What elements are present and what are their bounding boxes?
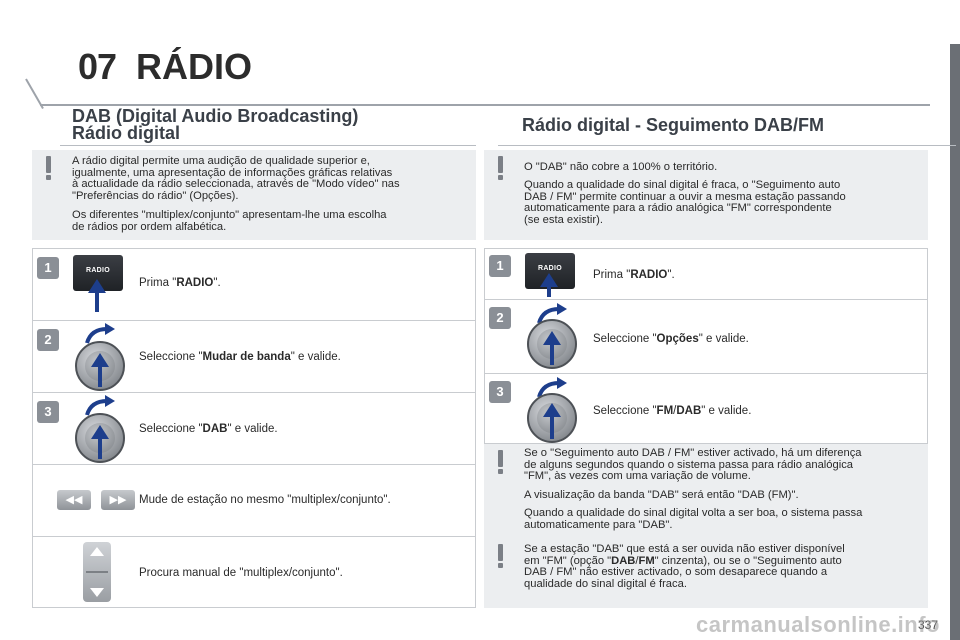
left-section-title: DAB (Digital Audio Broadcasting) Rádio d…: [72, 106, 359, 143]
step-number: 1: [489, 255, 511, 277]
left-title-rule: [60, 145, 476, 146]
step-number: 3: [37, 401, 59, 423]
right-info-para1: O "DAB" não cobre a 100% o território.: [524, 161, 718, 173]
step-divider: [485, 299, 927, 300]
seek-forward-icon: ▶▶: [101, 490, 135, 510]
right-step-1-text: Prima "RADIO".: [593, 269, 675, 281]
step-number: 2: [489, 307, 511, 329]
step-3-text: Seleccione "DAB" e valide.: [139, 423, 278, 435]
arrow-up-icon: [91, 353, 109, 367]
left-info-para1: A rádio digital permite uma audição de q…: [72, 155, 400, 202]
chapter-header: 07 RÁDIO: [0, 38, 930, 109]
arrow-up-icon: [540, 273, 558, 287]
left-title-line1: DAB (Digital Audio Broadcasting): [72, 106, 359, 126]
right-info2-para2: A visualização da banda "DAB" será então…: [524, 489, 799, 501]
left-title-line2: Rádio digital: [72, 123, 180, 143]
left-info-para2: Os diferentes "multiplex/conjunto" apres…: [72, 209, 387, 233]
seek-back-icon: ◀◀: [57, 490, 91, 510]
warning-icon: [492, 450, 508, 474]
step-seek-text: Mude de estação no mesmo "multiplex/conj…: [139, 494, 391, 506]
step-2-text: Seleccione "Mudar de banda" e valide.: [139, 351, 341, 363]
right-title-rule: [498, 145, 956, 146]
step-divider: [33, 392, 475, 393]
right-steps-panel: 1 RADIO Prima "RADIO". 2 Seleccione "Opç…: [484, 248, 928, 444]
rotate-arrow-icon: [85, 395, 115, 416]
warning-icon: [40, 156, 56, 180]
right-info2-para3: Quando a qualidade do sinal digital volt…: [524, 507, 863, 531]
step-divider: [33, 464, 475, 465]
step-1-text: Prima "RADIO".: [139, 277, 221, 289]
right-step-3-text: Seleccione "FM/DAB" e valide.: [593, 405, 752, 417]
step-number: 2: [37, 329, 59, 351]
warning-icon: [492, 544, 508, 568]
right-info-box-2: Se o "Seguimento auto DAB / FM" estiver …: [484, 444, 928, 608]
step-number: 3: [489, 381, 511, 403]
step-divider: [33, 320, 475, 321]
arrow-up-icon: [543, 403, 561, 417]
chapter-title: RÁDIO: [136, 46, 252, 87]
step-divider: [485, 373, 927, 374]
right-info3-para: Se a estação "DAB" que está a ser ouvida…: [524, 543, 845, 590]
right-section-title: Rádio digital - Seguimento DAB/FM: [522, 115, 824, 135]
step-number: 1: [37, 257, 59, 279]
right-info-box: O "DAB" não cobre a 100% o território. Q…: [484, 150, 928, 240]
arrow-up-icon: [91, 425, 109, 439]
step-divider: [33, 536, 475, 537]
right-step-2-text: Seleccione "Opções" e valide.: [593, 333, 749, 345]
right-info2-para1: Se o "Seguimento auto DAB / FM" estiver …: [524, 447, 862, 482]
page-side-bar: [950, 44, 960, 640]
step-manual-text: Procura manual de "multiplex/conjunto".: [139, 567, 343, 579]
arrow-up-icon: [88, 279, 106, 293]
chapter-number: 07: [78, 46, 117, 87]
header-rule: [40, 104, 930, 106]
control-knob-graphic: [527, 319, 577, 369]
left-steps-panel: 1 RADIO Prima "RADIO". 2 Seleccione "Mud…: [32, 248, 476, 608]
left-info-box: A rádio digital permite uma audição de q…: [32, 150, 476, 240]
watermark: carmanualsonline.info: [696, 612, 940, 637]
right-info-para2: Quando a qualidade do sinal digital é fr…: [524, 179, 846, 226]
warning-icon: [492, 156, 508, 180]
rotate-arrow-icon: [85, 323, 115, 344]
up-down-rocker-icon: [83, 542, 111, 602]
arrow-up-icon: [543, 331, 561, 345]
page-number: 337: [917, 618, 938, 632]
